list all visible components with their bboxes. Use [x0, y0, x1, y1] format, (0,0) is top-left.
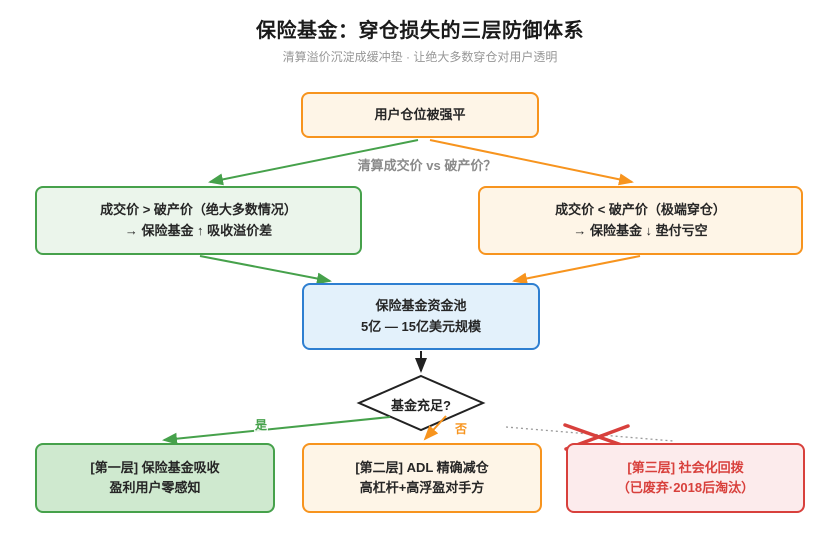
branch-question-label: 清算成交价 vs 破产价？	[357, 158, 497, 173]
layer1-line1: [第一层] 保险基金吸收	[90, 459, 220, 475]
layer2-line1: [第二层] ADL 精确减仓	[355, 459, 489, 475]
layer1-line2: 盈利用户零感知	[109, 480, 201, 495]
decision-diamond-label: 基金充足?	[391, 398, 451, 413]
edge-decision-no	[423, 415, 447, 441]
branch-left-line1: 成交价 > 破产价（绝大多数情况）	[100, 202, 297, 218]
decision-no-label: 否	[454, 420, 469, 437]
pool-line1: 保险基金资金池	[375, 298, 467, 314]
page-subtitle: 清算溢价沉淀成缓冲垫 · 让绝大多数穿仓对用户透明	[282, 50, 558, 64]
layer2-line2: 高杠杆+高浮盈对手方	[359, 480, 485, 495]
arrow-left-branch-to-pool	[199, 255, 332, 285]
edge-decision-yes	[162, 416, 391, 445]
layer3-line2: （已废弃·2018后淘汰）	[616, 480, 755, 495]
pool-line2: 5亿 — 15亿美元规模	[361, 318, 481, 334]
node-layer1-insurance-absorb: [第一层] 保险基金吸收 盈利用户零感知	[35, 443, 275, 513]
node-insurance-fund-pool: 保险基金资金池 5亿 — 15亿美元规模	[302, 283, 540, 350]
branch-left-line2: → 保险基金 ↑ 吸收溢价差	[124, 222, 273, 238]
arrow-right-branch-to-pool	[512, 255, 641, 285]
branch-right-line1: 成交价 < 破产价（极端穿仓）	[555, 202, 726, 218]
node-bankruptcy-cover-branch: 成交价 < 破产价（极端穿仓） → 保险基金 ↓ 垫付亏空	[478, 186, 803, 255]
branch-right-line2: → 保险基金 ↓ 垫付亏空	[573, 222, 708, 238]
node-liquidation-start-label: 用户仓位被强平	[374, 106, 466, 122]
edge-decision-deprecated-dotted	[505, 426, 674, 442]
page-title: 保险基金：穿仓损失的三层防御体系	[256, 20, 584, 42]
node-layer2-adl: [第二层] ADL 精确减仓 高杠杆+高浮盈对手方	[302, 443, 542, 513]
node-layer3-socialized-clawback: [第三层] 社会化回拨 （已废弃·2018后淘汰）	[566, 443, 805, 513]
decision-yes-label: 是	[254, 416, 269, 433]
node-premium-absorb-branch: 成交价 > 破产价（绝大多数情况） → 保险基金 ↑ 吸收溢价差	[35, 186, 362, 255]
node-liquidation-start: 用户仓位被强平	[301, 92, 539, 138]
layer3-line1: [第三层] 社会化回拨	[627, 459, 744, 475]
